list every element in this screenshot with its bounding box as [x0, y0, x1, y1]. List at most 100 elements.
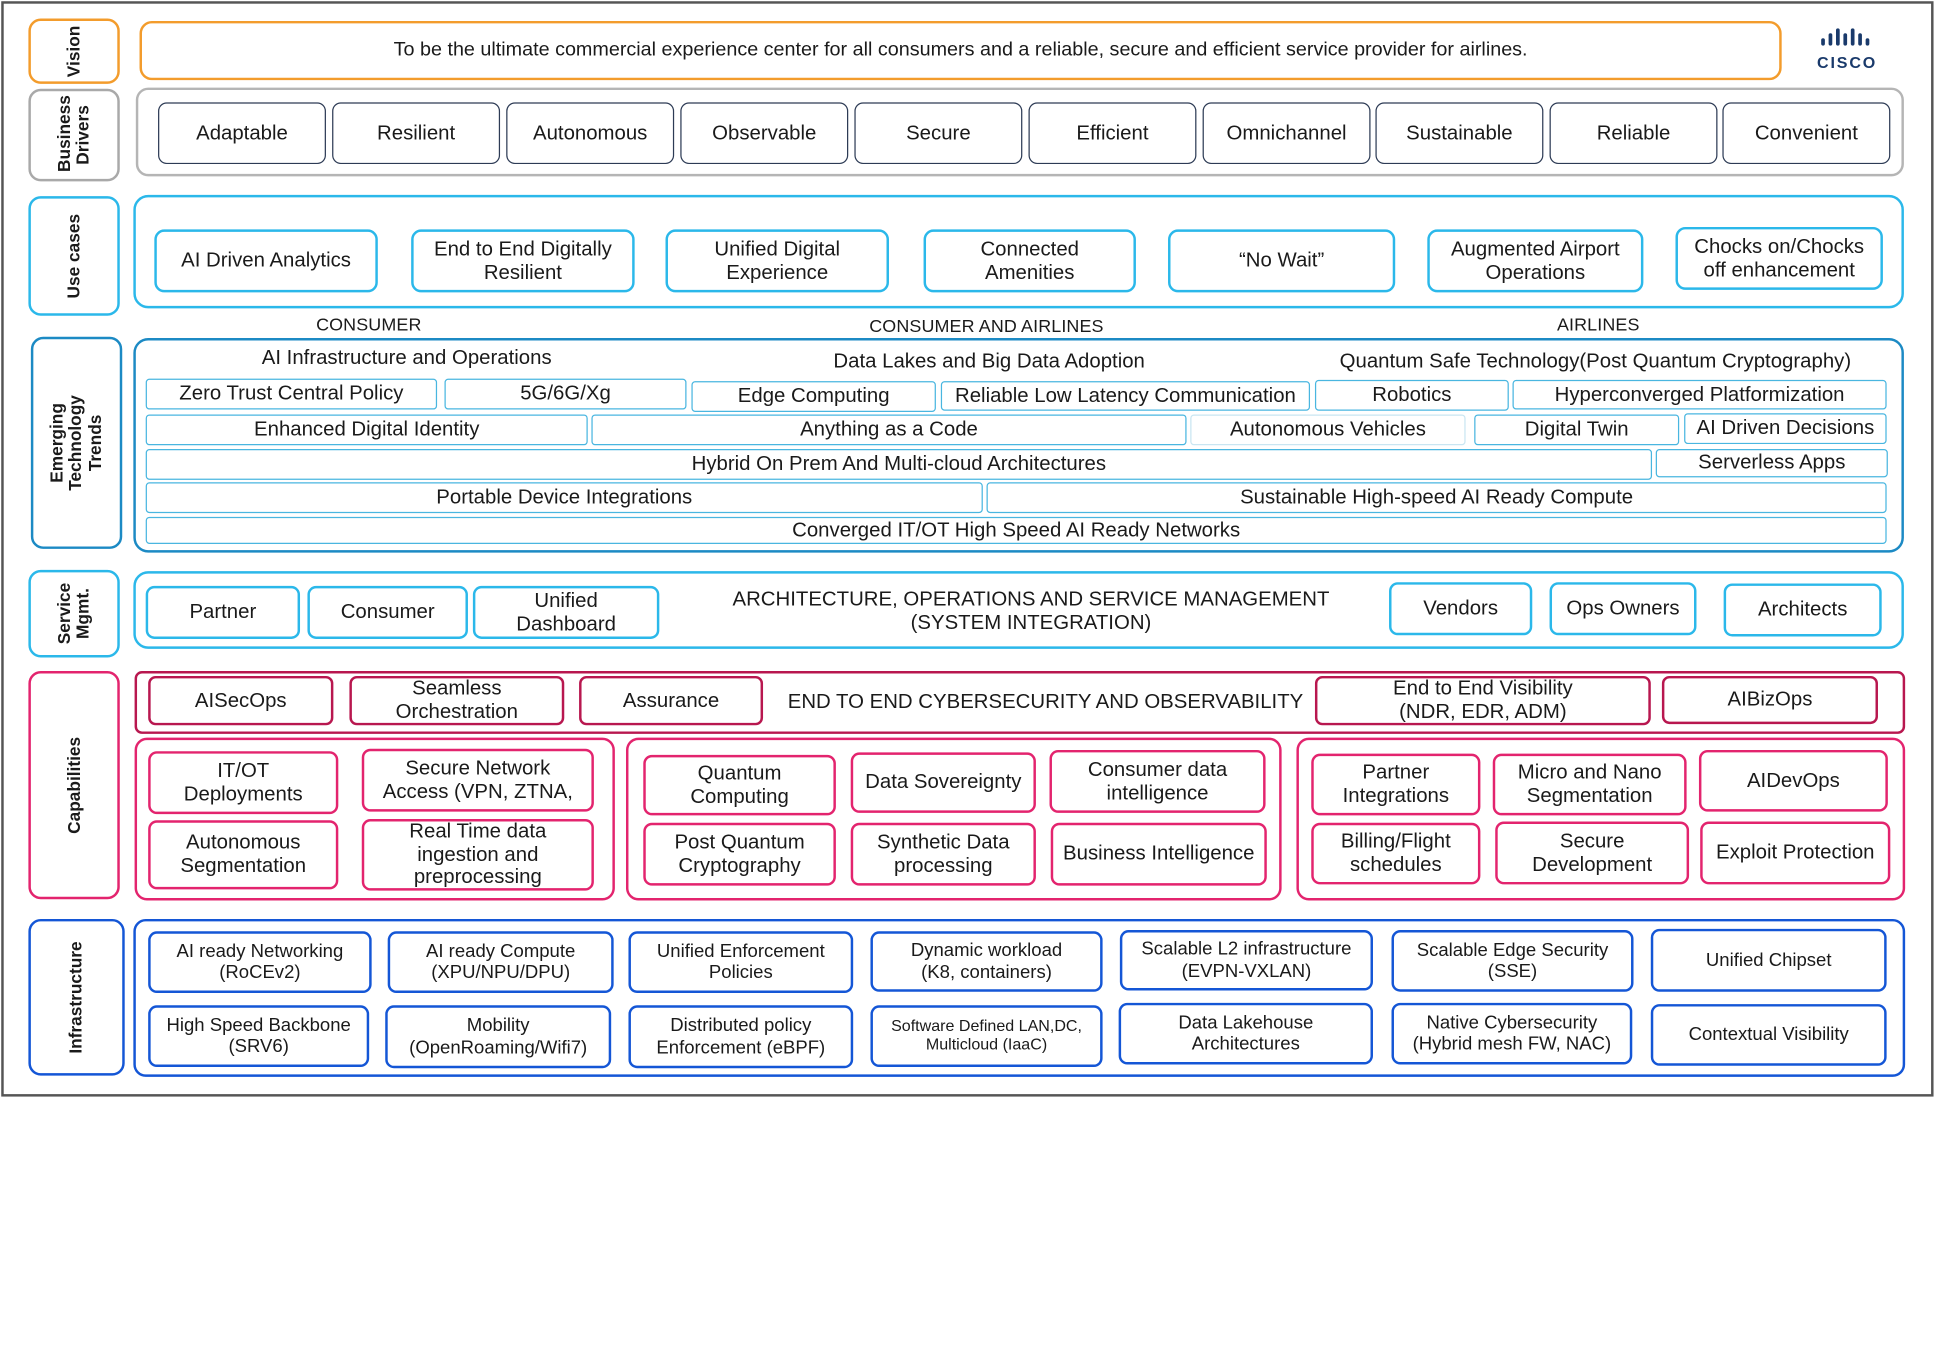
driver-sustainable: Sustainable [1375, 102, 1544, 165]
trend-autonomous-vehicles: Autonomous Vehicles [1190, 414, 1466, 446]
svc-center-title: ARCHITECTURE, OPERATIONS AND SERVICE MAN… [691, 588, 1370, 636]
driver-autonomous: Autonomous [506, 102, 675, 165]
infra-native-cybersecurity: Native Cybersecurity (Hybrid mesh FW, NA… [1391, 1002, 1633, 1065]
cap-assurance: Assurance [579, 675, 764, 726]
cap-aisecops: AISecOps [148, 675, 334, 726]
capabilities-group-1 [134, 737, 615, 901]
driver-convenient: Convenient [1722, 102, 1891, 165]
cap-synthetic-data: Synthetic Data processing [850, 822, 1036, 886]
infrastructure-label: Infrastructure [28, 918, 125, 1076]
capabilities-top-panel [134, 671, 1906, 734]
cap-exploit-protection: Exploit Protection [1700, 821, 1891, 885]
infra-scalable-edge-security: Scalable Edge Security (SSE) [1391, 930, 1634, 992]
svc-ops-owners: Ops Owners [1549, 582, 1697, 636]
business-drivers-panel [135, 87, 1904, 177]
usecase-chocks-enhancement: Chocks on/Chocks off enhancement [1675, 226, 1883, 290]
trend-reliable-low-latency: Reliable Low Latency Communication [940, 381, 1311, 411]
infra-software-defined-lan: Software Defined LAN,DC, Multicloud (Iaa… [870, 1005, 1103, 1067]
infra-data-lakehouse: Data Lakehouse Architectures [1118, 1002, 1373, 1065]
usecase-augmented-airport-operations: Augmented Airport Operations [1427, 229, 1644, 293]
cap-real-time-ingestion: Real Time data ingestion and preprocessi… [361, 819, 594, 891]
vision-label: Vision [28, 18, 120, 84]
cap-autonomous-segmentation: Autonomous Segmentation [148, 820, 339, 890]
cap-micro-nano-segmentation: Micro and Nano Segmentation [1492, 753, 1687, 816]
trend-ai-driven-decisions: AI Driven Decisions [1684, 413, 1887, 445]
trend-hyperconverged: Hyperconverged Platformization [1512, 379, 1887, 410]
infra-scalable-l2: Scalable L2 infrastructure (EVPN-VXLAN) [1119, 930, 1373, 991]
trend-portable-device: Portable Device Integrations [145, 482, 983, 514]
infrastructure-panel [133, 918, 1906, 1077]
capabilities-group-3 [1296, 737, 1906, 901]
usecase-ai-driven-analytics: AI Driven Analytics [154, 229, 378, 293]
service-mgmt-panel [133, 571, 1904, 649]
vision-statement: To be the ultimate commercial experience… [139, 20, 1782, 81]
trend-sustainable-compute: Sustainable High-speed AI Ready Compute [986, 482, 1887, 514]
driver-omnichannel: Omnichannel [1202, 102, 1371, 165]
cap-quantum-computing: Quantum Computing [643, 754, 836, 816]
service-mgmt-label: Service Mgmt. [28, 569, 120, 658]
cap-center-title: END TO END CYBERSECURITY AND OBSERVABILI… [787, 690, 1304, 713]
infra-mobility: Mobility (OpenRoaming/Wifi7) [385, 1005, 612, 1069]
use-cases-panel [133, 194, 1904, 309]
cap-secure-development: Secure Development [1495, 821, 1690, 885]
infra-high-speed-backbone: High Speed Backbone (SRV6) [148, 1005, 370, 1067]
infra-dynamic-workload: Dynamic workload (K8, containers) [870, 931, 1103, 992]
infra-ai-ready-networking: AI ready Networking (RoCEv2) [148, 931, 372, 993]
trend-zero-trust: Zero Trust Central Policy [145, 378, 438, 410]
trend-title-data-lakes: Data Lakes and Big Data Adoption [833, 350, 1145, 373]
trend-enhanced-digital-identity: Enhanced Digital Identity [145, 414, 588, 446]
cap-aidevops: AIDevOps [1698, 749, 1888, 812]
usecase-no-wait: “No Wait” [1168, 229, 1396, 293]
cisco-bars-icon [1821, 28, 1870, 46]
usecase-end-to-end-resilient: End to End Digitally Resilient [411, 229, 635, 293]
cisco-logo: CISCO [1809, 27, 1886, 72]
trend-edge-computing: Edge Computing [691, 381, 936, 412]
svc-consumer: Consumer [307, 585, 468, 639]
usecase-unified-digital-experience: Unified Digital Experience [665, 229, 889, 293]
trend-anything-as-code: Anything as a Code [591, 414, 1187, 446]
svc-vendors: Vendors [1389, 582, 1533, 636]
trend-robotics: Robotics [1314, 379, 1509, 411]
capabilities-group-2 [625, 737, 1282, 901]
cisco-wordmark: CISCO [1817, 53, 1878, 72]
capabilities-label: Capabilities [28, 671, 120, 900]
trends-header-consumer: CONSUMER [316, 315, 422, 336]
emerging-trends-panel [133, 337, 1904, 553]
cap-business-intelligence: Business Intelligence [1050, 822, 1267, 886]
driver-secure: Secure [854, 102, 1023, 165]
infra-unified-enforcement: Unified Enforcement Policies [628, 931, 854, 993]
cap-post-quantum-crypto: Post Quantum Cryptography [643, 822, 836, 886]
trend-digital-twin: Digital Twin [1474, 414, 1680, 446]
driver-resilient: Resilient [332, 102, 501, 165]
cap-consumer-data-intelligence: Consumer data intelligence [1049, 749, 1266, 813]
trend-title-ai-infra: AI Infrastructure and Operations [261, 346, 552, 369]
infra-distributed-policy: Distributed policy Enforcement (eBPF) [628, 1005, 854, 1069]
outer-frame [1, 1, 1934, 1097]
svc-unified-dashboard: Unified Dashboard [472, 585, 660, 639]
use-cases-label: Use cases [28, 196, 120, 316]
emerging-trends-label: Emerging Technology Trends [30, 336, 123, 549]
svc-partner: Partner [145, 585, 301, 639]
cap-aibizops: AIBizOps [1661, 675, 1878, 725]
driver-reliable: Reliable [1549, 102, 1718, 165]
svc-architects: Architects [1723, 583, 1882, 637]
usecase-connected-amenities: Connected Amenities [923, 229, 1136, 293]
trend-serverless-apps: Serverless Apps [1655, 448, 1888, 478]
trends-header-consumer-airlines: CONSUMER AND AIRLINES [869, 317, 1104, 337]
cap-e2e-visibility: End to End Visibility (NDR, EDR, ADM) [1314, 675, 1651, 726]
trend-converged-it-ot: Converged IT/OT High Speed AI Ready Netw… [145, 516, 1887, 544]
cap-data-sovereignty: Data Sovereignty [850, 752, 1036, 813]
trend-title-quantum-safe: Quantum Safe Technology(Post Quantum Cry… [1339, 350, 1852, 373]
business-drivers-label: Business Drivers [28, 88, 120, 182]
driver-efficient: Efficient [1028, 102, 1197, 165]
cap-billing-flight: Billing/Flight schedules [1311, 822, 1481, 885]
driver-adaptable: Adaptable [158, 102, 326, 165]
cap-it-ot-deployments: IT/OT Deployments [148, 751, 339, 815]
cap-secure-network-access: Secure Network Access (VPN, ZTNA, [361, 748, 594, 812]
infra-unified-chipset: Unified Chipset [1650, 928, 1887, 992]
trend-hybrid-multicloud: Hybrid On Prem And Multi-cloud Architect… [145, 448, 1653, 480]
svc-center-line2: (SYSTEM INTEGRATION) [910, 612, 1152, 635]
trend-5g-6g: 5G/6G/Xg [444, 378, 687, 410]
driver-observable: Observable [680, 102, 849, 165]
